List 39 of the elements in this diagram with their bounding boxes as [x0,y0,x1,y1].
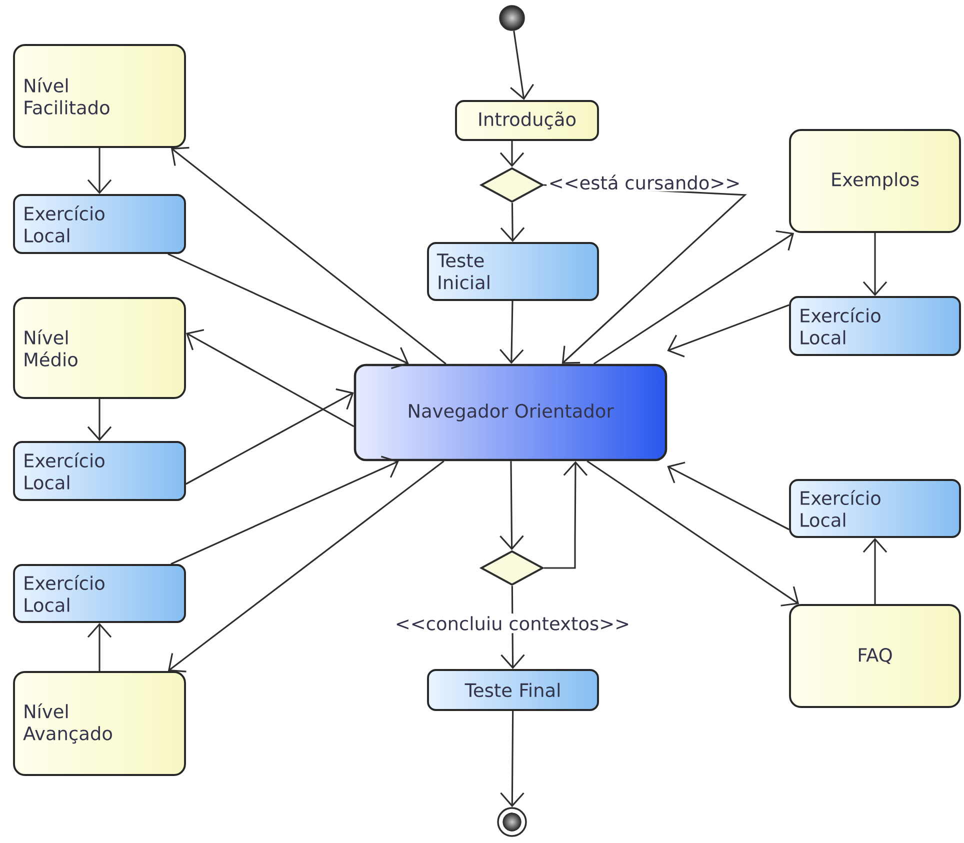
arrow [168,460,444,672]
activity-box: Exercício Local [789,479,961,538]
activity-box: Teste Final [427,669,599,711]
arrow [500,140,524,168]
activity-box: Exercício Local [13,441,186,501]
arrow [667,304,790,358]
activity-box: Exercício Local [789,296,961,356]
initial-node [499,5,525,31]
activity-box: Nível Avançado [13,671,186,776]
activity-box: FAQ [789,604,961,708]
activity-box: Exercício Local [13,194,186,254]
activity-box: Teste Inicial [427,242,599,301]
edge-label: <<concluiu contextos>> [392,614,633,634]
arrow [510,30,534,100]
arrow [168,253,409,370]
activity-box: Exemplos [789,129,961,233]
arrow [593,230,794,365]
activity-box: Nível Médio [13,297,186,399]
activity-box: Exercício Local [13,564,186,623]
arrow [500,300,524,364]
arrow [500,461,524,550]
arrow [170,146,446,364]
edge-label: <<está cursando>> [546,172,742,192]
arrow [500,202,525,242]
arrow [87,148,112,194]
arrow [586,460,800,606]
arrow [87,398,112,442]
activity-box: Introdução [455,100,599,141]
arrow [186,329,354,428]
activity-box: Navegador Orientador [354,364,668,462]
arrow [862,538,888,604]
arrow [170,456,399,565]
arrow [87,622,112,672]
activity-box: Nível Facilitado [13,44,186,148]
arrow [500,710,524,808]
arrow [862,232,888,296]
arrow [186,388,354,485]
arrow [667,462,790,530]
arrow [544,461,588,569]
